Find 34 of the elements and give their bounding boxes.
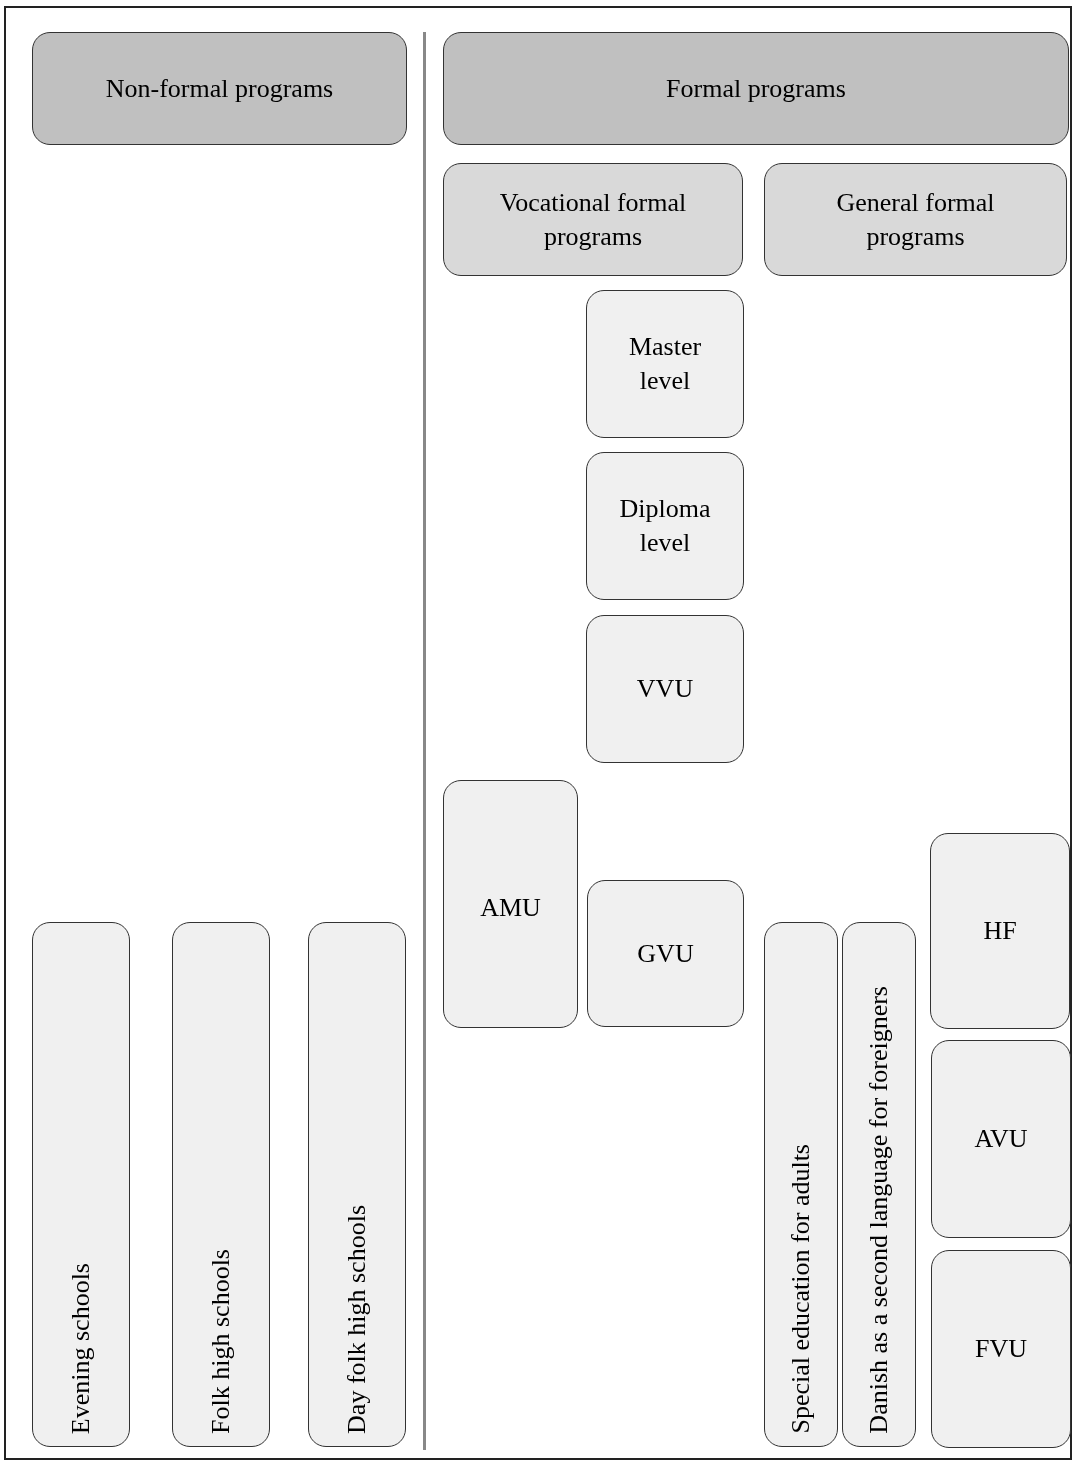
box-label: Special education for adults	[786, 1144, 816, 1434]
box-label: HF	[982, 915, 1018, 947]
program-box	[587, 880, 744, 1027]
box-label: FVU	[974, 1333, 1028, 1365]
box-label: AMU	[479, 892, 542, 924]
box-label: GVU	[636, 937, 695, 970]
program-box	[32, 922, 130, 1447]
heading-box	[32, 32, 407, 145]
box-label: AVU	[973, 1123, 1029, 1155]
program-box	[764, 922, 838, 1447]
box-label: Non-formal programs	[104, 72, 335, 105]
box-label: Formal programs	[665, 72, 847, 105]
category-box	[443, 163, 743, 276]
box-label: VVU	[635, 673, 695, 705]
program-box	[931, 1250, 1071, 1448]
program-box	[930, 833, 1070, 1029]
box-label: Master level	[627, 331, 703, 397]
box-label: Danish as a second language for foreigners	[864, 986, 894, 1434]
box-label: Evening schools	[66, 1262, 96, 1434]
program-box	[931, 1040, 1071, 1238]
heading-box	[443, 32, 1069, 145]
box-label: Diploma level	[618, 493, 712, 559]
program-box	[586, 615, 744, 763]
program-box	[586, 290, 744, 438]
program-box	[842, 922, 916, 1447]
box-label: General formal programs	[835, 186, 996, 253]
box-label: Vocational formal programs	[498, 186, 688, 253]
category-box	[764, 163, 1067, 276]
program-box	[586, 452, 744, 600]
box-label: Day folk high schools	[342, 1205, 372, 1434]
program-box	[172, 922, 270, 1447]
program-box	[443, 780, 578, 1028]
box-label: Folk high schools	[206, 1249, 236, 1434]
program-box	[308, 922, 406, 1447]
